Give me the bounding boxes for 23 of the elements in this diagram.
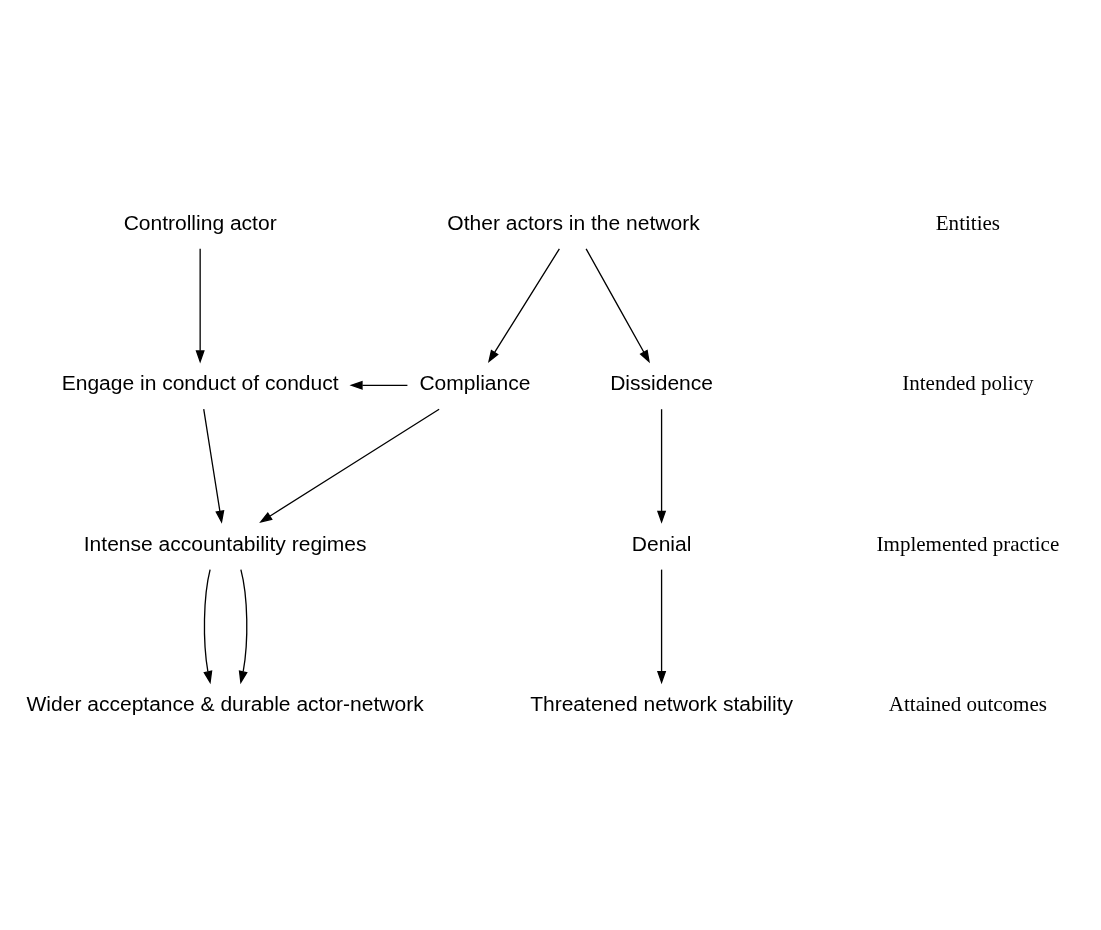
arrow	[585, 247, 650, 363]
arrow	[195, 247, 205, 363]
arrow	[657, 408, 667, 524]
arrow	[349, 380, 409, 390]
node-text: Intense accountability regimes	[83, 531, 367, 555]
node-text: Compliance	[419, 370, 531, 394]
node-text: Engage in conduct of conduct	[61, 370, 339, 394]
label: Entities	[935, 210, 1001, 235]
node-text: Controlling actor	[123, 210, 277, 234]
node-text: Threatened network stability	[530, 691, 794, 715]
label: Implemented practice	[876, 531, 1060, 556]
node-text: Dissidence	[610, 370, 713, 394]
arrow	[487, 247, 561, 363]
arrow	[238, 568, 248, 684]
arrow	[657, 568, 667, 684]
label: Intended policy	[902, 370, 1034, 395]
node-text: Denial	[631, 531, 692, 555]
label: Attained outcomes	[888, 691, 1047, 716]
node-text: Other actors in the network	[447, 210, 700, 234]
arrow	[259, 408, 440, 523]
arrow	[203, 408, 225, 524]
arrow	[203, 568, 213, 684]
node-text: Wider acceptance & durable actor-network	[26, 691, 424, 715]
